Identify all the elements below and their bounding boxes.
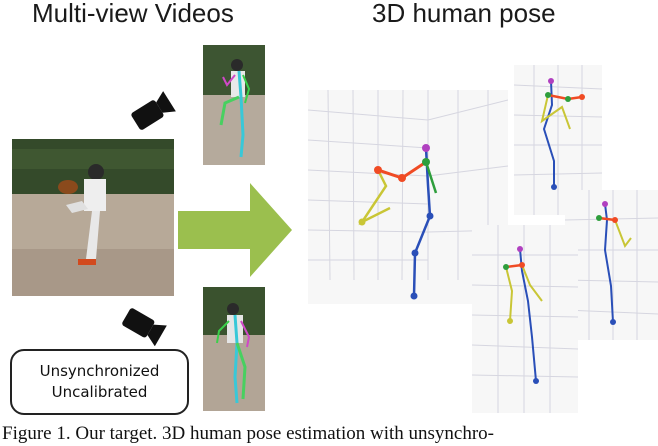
- badge-line-2: Uncalibrated: [51, 383, 148, 401]
- view-photo-bottom: [203, 287, 265, 411]
- figure-caption: Figure 1. Our target. 3D human pose esti…: [2, 423, 494, 444]
- process-arrow: [178, 183, 294, 277]
- camera-icon: [128, 90, 176, 132]
- unsynchronized-uncalibrated-badge: Unsynchronized Uncalibrated: [10, 349, 189, 415]
- camera-icon: [120, 304, 168, 346]
- pose-plot-right: [565, 190, 658, 340]
- badge-line-1: Unsynchronized: [39, 362, 160, 380]
- heading-multi-view-videos: Multi-view Videos: [32, 0, 234, 28]
- view-photo-top: [203, 45, 265, 165]
- pose-plot-bottom: [472, 225, 578, 413]
- main-input-photo: [12, 139, 174, 296]
- heading-3d-human-pose: 3D human pose: [372, 0, 556, 28]
